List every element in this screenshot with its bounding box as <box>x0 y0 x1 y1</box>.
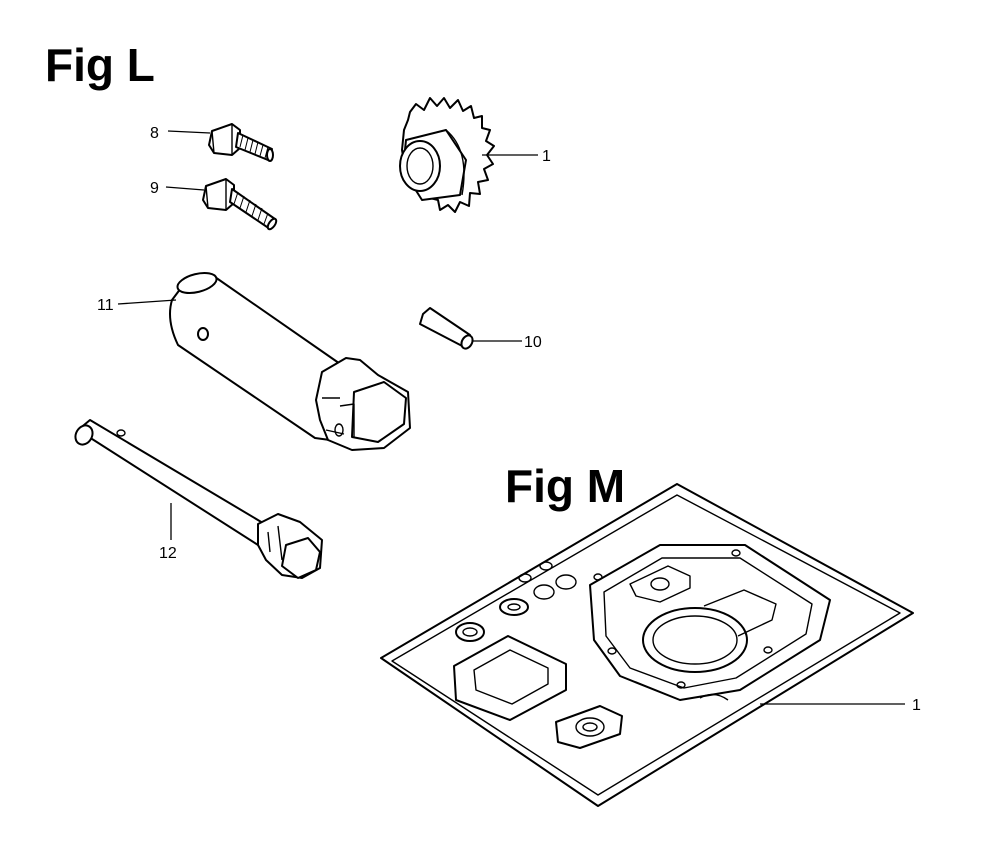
box-wrench-callout: 11 <box>97 297 114 314</box>
bolt-upper-callout: 8 <box>150 125 159 142</box>
fig-m-title: Fig M <box>505 460 626 512</box>
pin-callout: 10 <box>524 334 542 351</box>
box-wrench-part <box>169 272 411 451</box>
fig-l-title: Fig L <box>45 39 155 91</box>
gear-callout: 1 <box>542 148 551 165</box>
bolt-upper-leader <box>167 130 211 134</box>
pin-part <box>419 307 474 350</box>
gasket-set-callout: 1 <box>912 697 921 714</box>
gasket-set-part <box>380 483 914 807</box>
bolt-lower-part <box>202 178 278 231</box>
box-wrench-leader <box>117 299 177 305</box>
handle-bar-callout: 12 <box>159 545 177 562</box>
bolt-upper-part <box>208 123 274 162</box>
bolt-lower-callout: 9 <box>150 180 159 197</box>
handle-bar-part <box>74 419 323 579</box>
bolt-lower-leader <box>165 186 205 191</box>
gear-part <box>399 97 495 213</box>
